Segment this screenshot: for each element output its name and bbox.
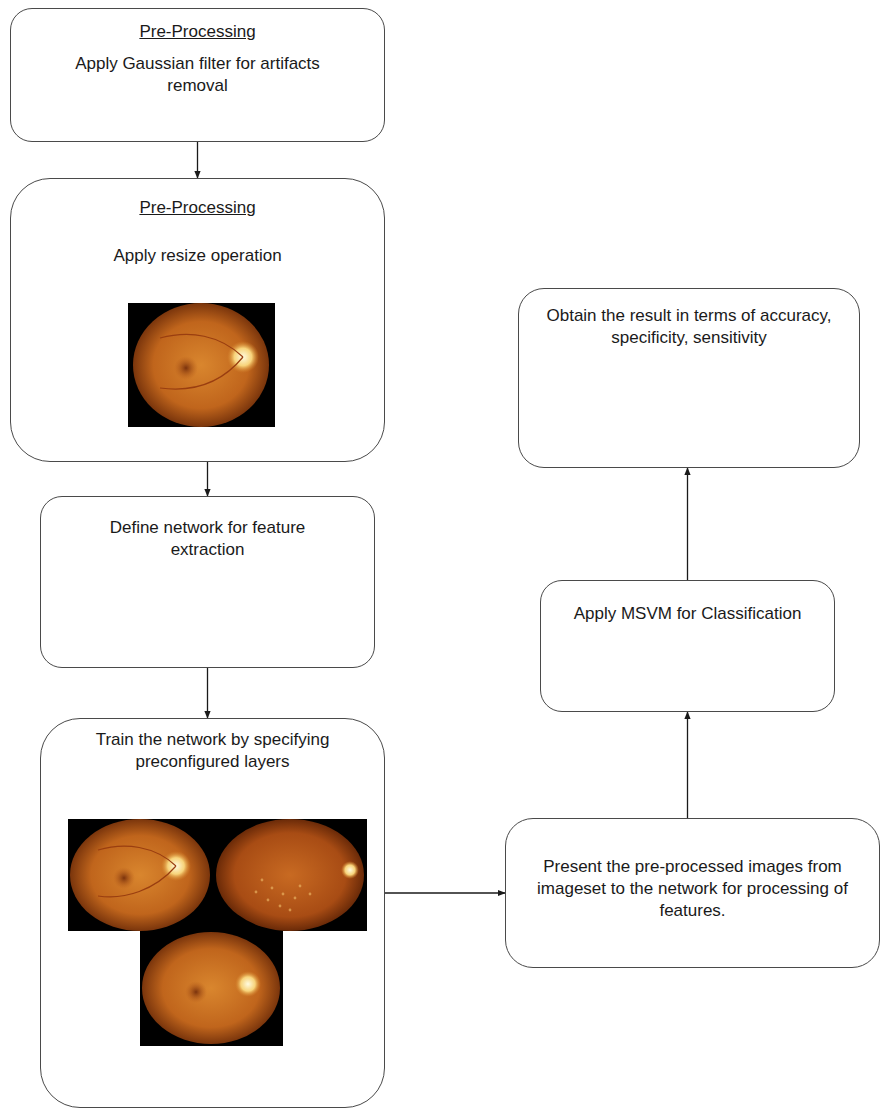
heading-text: Pre-Processing [45,21,350,43]
body-text: Apply MSVM for Classification [565,603,810,625]
fundus-image [128,303,275,427]
process-box: Pre-ProcessingApply Gaussian filter for … [10,8,385,142]
body-text: Apply Gaussian filter for artifacts remo… [45,53,350,97]
body-text: Apply resize operation [41,245,354,267]
flow-arrow [687,468,688,580]
process-box: Obtain the result in terms of accuracy, … [518,288,860,468]
flow-arrow [385,892,505,893]
process-box: Define network for feature extraction [40,496,375,668]
process-box: Pre-ProcessingApply resize operation [10,178,385,462]
flow-arrow [207,668,208,718]
process-box: Train the network by specifying preconfi… [40,718,385,1108]
fundus-image [68,819,213,931]
heading-text: Pre-Processing [41,197,354,219]
body-text: Define network for feature extraction [71,517,344,561]
flow-arrow [207,462,208,496]
fundus-image [213,819,367,931]
process-box: Apply MSVM for Classification [540,580,835,712]
body-text: Present the pre-processed images from im… [526,856,859,922]
body-text: Obtain the result in terms of accuracy, … [545,305,833,349]
body-text: Train the network by specifying preconfi… [55,729,370,773]
flow-arrow [687,712,688,818]
process-box: Present the pre-processed images from im… [505,818,880,968]
flow-arrow [197,142,198,178]
fundus-image [140,931,283,1046]
